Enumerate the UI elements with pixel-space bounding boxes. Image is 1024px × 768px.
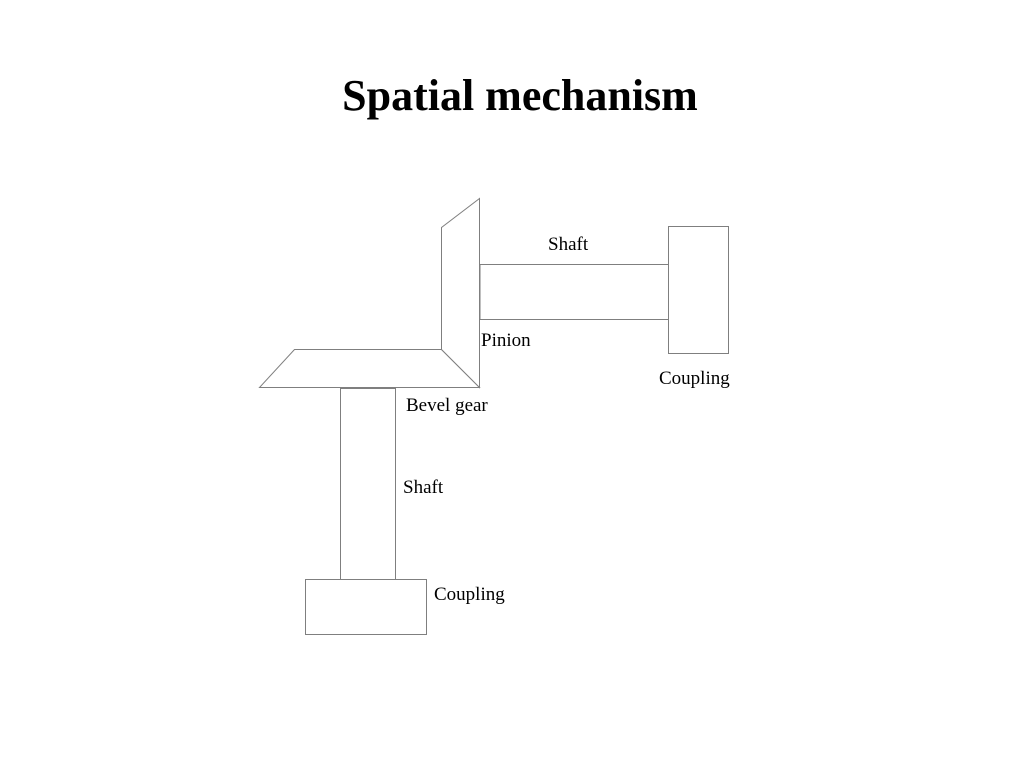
label-shaft-horizontal: Shaft — [548, 234, 589, 255]
slide-title: Spatial mechanism — [342, 71, 698, 120]
coupling-bottom — [305, 579, 427, 635]
label-coupling-bottom: Coupling — [434, 584, 505, 605]
label-coupling-right: Coupling — [659, 368, 730, 389]
pinion — [441, 197, 480, 389]
coupling-right — [668, 226, 729, 354]
label-bevel-gear: Bevel gear — [406, 395, 488, 416]
label-shaft-vertical: Shaft — [403, 477, 444, 498]
label-pinion: Pinion — [481, 330, 531, 351]
shaft-horizontal — [479, 264, 669, 320]
shaft-vertical — [340, 388, 396, 580]
